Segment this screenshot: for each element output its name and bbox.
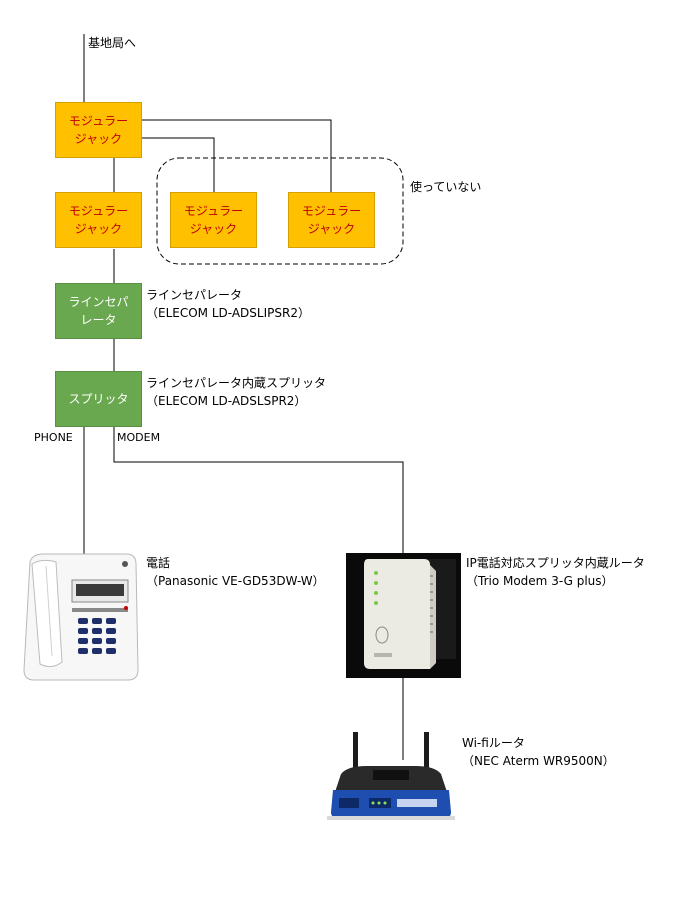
modem-caption: IP電話対応スプリッタ内蔵ルータ （Trio Modem 3-G plus） (466, 556, 645, 588)
modem-port-label: MODEM (117, 431, 161, 444)
telephone-icon (22, 552, 140, 684)
unused-label: 使っていない (410, 180, 482, 194)
modular-jack-1: モジュラー ジャック (55, 102, 142, 158)
phone-caption: 電話 （Panasonic VE-GD53DW-W） (146, 556, 325, 588)
modem-router-icon (346, 553, 461, 678)
modular-jack-4: モジュラー ジャック (288, 192, 375, 248)
line-separator-caption: ラインセパレータ （ELECOM LD-ADSLIPSR2） (146, 288, 310, 320)
wifi-caption: Wi-fiルータ （NEC Aterm WR9500N） (462, 736, 615, 768)
modular-jack-2: モジュラー ジャック (55, 192, 142, 248)
line-separator-box: ラインセパ レータ (55, 283, 142, 339)
uplink-label: 基地局へ (88, 36, 137, 50)
line-to-jack3 (142, 137, 215, 192)
splitter-caption: ラインセパレータ内蔵スプリッタ （ELECOM LD-ADSLSPR2） (146, 376, 327, 408)
phone-port-label: PHONE (34, 431, 73, 444)
splitter-box: スプリッタ (55, 371, 142, 427)
line-to-jack4 (142, 119, 332, 192)
unused-group-border (156, 157, 404, 265)
modular-jack-3: モジュラー ジャック (170, 192, 257, 248)
line-modem (113, 427, 404, 553)
wifi-router-icon (327, 732, 455, 824)
